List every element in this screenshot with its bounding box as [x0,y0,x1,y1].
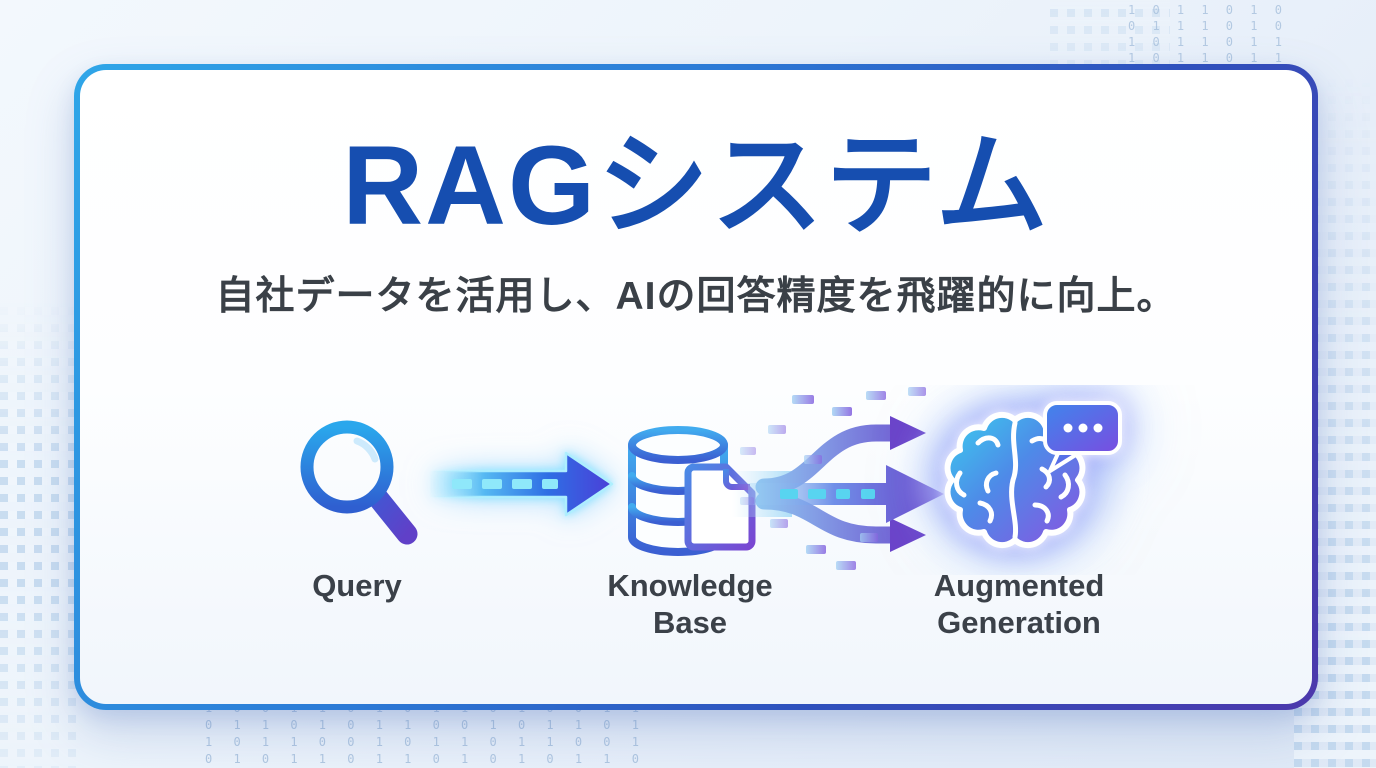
magnifier-search-icon [300,420,418,545]
step-label-query: Query [312,568,402,603]
step-label-knowledge-base: Knowledge Base [607,568,773,640]
branch-dashes [780,489,875,499]
data-chips [740,387,926,570]
chat-bubble-icon [1043,401,1122,473]
main-card: RAGシステム 自社データを活用し、AIの回答精度を飛躍的に向上。 [74,64,1318,710]
arrow-dashes [452,479,558,489]
page-title: RAGシステム [342,123,1050,248]
document-text-lines [698,500,741,541]
binary-text-bottom-left: 1 0 0 1 1 0 1 0 1 1 0 1 0 0 1 1 0 1 1 0 … [205,701,646,766]
step-label-augmented-generation: Augmented Generation [933,568,1105,640]
binary-text-top-right: 1 0 1 1 0 1 0 0 1 1 1 0 1 0 1 0 1 1 0 1 … [1128,3,1287,65]
rag-flow-diagram [300,387,1122,570]
arrow-right-icon [428,451,614,517]
database-document-icon [628,426,756,556]
chat-dots [1063,423,1103,433]
pixel-grid-left [0,298,84,768]
page-subtitle: 自社データを活用し、AIの回答精度を飛躍的に向上。 [215,275,1177,318]
branching-arrows-icon [732,387,944,570]
brain-chat-icon [920,395,1122,559]
